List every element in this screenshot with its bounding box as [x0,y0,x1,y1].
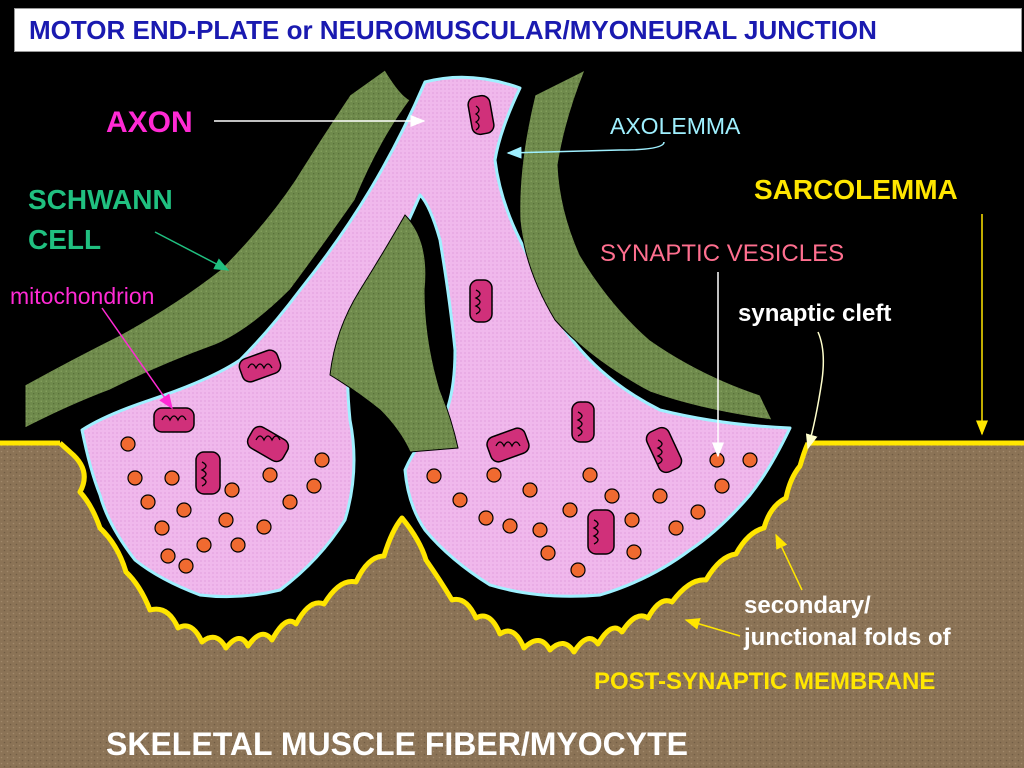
label-synaptic-vesicles: SYNAPTIC VESICLES [600,240,845,267]
vesicle [120,436,136,452]
vesicle [452,492,468,508]
vesicle [502,518,518,534]
vesicle [562,502,578,518]
folds-pointer-2 [684,618,741,637]
vesicle [742,452,758,468]
mitochondria [153,94,683,555]
label-muscle-fiber: SKELETAL MUSCLE FIBER/MYOCYTE [106,726,688,762]
label-post-synaptic-membrane: POST-SYNAPTIC MEMBRANE [594,668,936,695]
vesicle [652,488,668,504]
mitochondrion-7 [486,427,530,463]
vesicle [626,544,642,560]
vesicle [690,504,706,520]
vesicle [624,512,640,528]
label-axon: AXON [106,106,193,139]
vesicle [154,520,170,536]
vesicle [224,482,240,498]
vesicle [582,467,598,483]
vesicle [570,562,586,578]
vesicle [218,512,234,528]
label-schwann-line1: SCHWANN [28,184,173,215]
axolemma-pointer [506,141,665,159]
mitochondrion-1 [467,94,495,136]
schwann-pointer [154,231,230,271]
vesicle [532,522,548,538]
mitochondrion-4 [153,407,195,433]
synaptic-vesicles [120,436,758,578]
label-synaptic-cleft: synaptic cleft [738,300,892,327]
label-mitochondrion: mitochondrion [10,283,155,309]
vesicle [176,502,192,518]
mitochondrion-6 [195,451,221,495]
vesicle [262,467,278,483]
label-axolemma: AXOLEMMA [610,113,741,139]
vesicle [196,537,212,553]
vesicle [164,470,180,486]
mitochondrion-pointer [101,307,173,410]
mitochondrion-5 [246,425,290,463]
mitochondrion-2 [469,279,493,323]
vesicle [230,537,246,553]
vesicle [140,494,156,510]
vesicle [604,488,620,504]
vesicle [314,452,330,468]
mitochondrion-3 [238,349,282,383]
mitochondrion-10 [587,509,615,555]
vesicle [282,494,298,510]
vesicle [256,519,272,535]
schwann-cell-middle [329,214,459,453]
label-sarcolemma: SARCOLEMMA [754,174,958,205]
vesicle [668,520,684,536]
vesicle [486,467,502,483]
schwann-cell-left [24,69,411,429]
vesicle [178,558,194,574]
mitochondrion-9 [645,426,683,474]
vesicle [478,510,494,526]
label-folds-line1: secondary/ [744,592,871,619]
vesicle [714,478,730,494]
vesicle [127,470,143,486]
axon-terminal [80,75,792,599]
mitochondrion-8 [571,401,595,443]
mitochondria-cristae [161,105,663,545]
folds-pointer-1 [775,533,803,591]
title-box: MOTOR END-PLATE or NEUROMUSCULAR/MYONEUR… [14,8,1022,52]
synaptic-cleft-pointer [805,331,825,450]
vesicle [540,545,556,561]
label-folds-line2: junctional folds of [744,624,951,651]
label-schwann-line2: CELL [28,224,102,255]
vesicle [709,452,725,468]
vesicle [426,468,442,484]
schwann-cell-right [519,68,773,421]
vesicle [306,478,322,494]
vesicle [160,548,176,564]
vesicle [522,482,538,498]
page-title: MOTOR END-PLATE or NEUROMUSCULAR/MYONEUR… [29,15,877,45]
